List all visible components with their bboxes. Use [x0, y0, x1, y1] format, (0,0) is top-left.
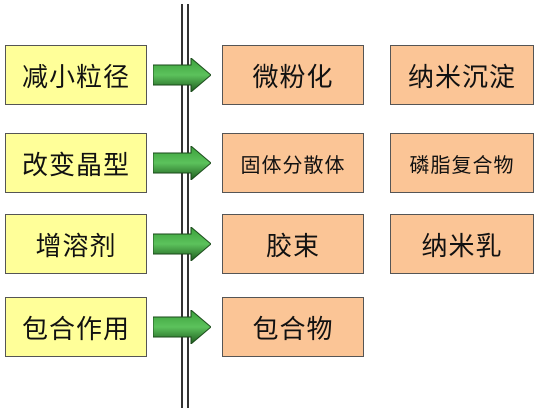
arrow-right-icon	[153, 146, 211, 180]
method-box-reduce-size: 减小粒径	[5, 45, 147, 105]
arrow-right-icon	[153, 58, 211, 92]
arrow-right-icon	[153, 310, 211, 344]
divider-line-right	[187, 4, 189, 408]
method-box-solubilizer: 增溶剂	[5, 214, 147, 274]
result-box-inclusion-complex: 包合物	[222, 297, 364, 357]
result-box-micelle: 胶束	[222, 214, 364, 274]
method-box-change-crystal-form: 改变晶型	[5, 133, 147, 193]
divider-line-left	[181, 4, 183, 408]
result-box-nanoemulsion: 纳米乳	[390, 214, 534, 274]
arrow-right-icon	[153, 227, 211, 261]
result-box-nanoprecipitation: 纳米沉淀	[390, 45, 534, 105]
result-box-phospholipid-complex: 磷脂复合物	[390, 133, 534, 193]
result-box-solid-dispersion: 固体分散体	[222, 133, 364, 193]
method-box-inclusion: 包合作用	[5, 297, 147, 357]
result-box-micronization: 微粉化	[222, 45, 364, 105]
